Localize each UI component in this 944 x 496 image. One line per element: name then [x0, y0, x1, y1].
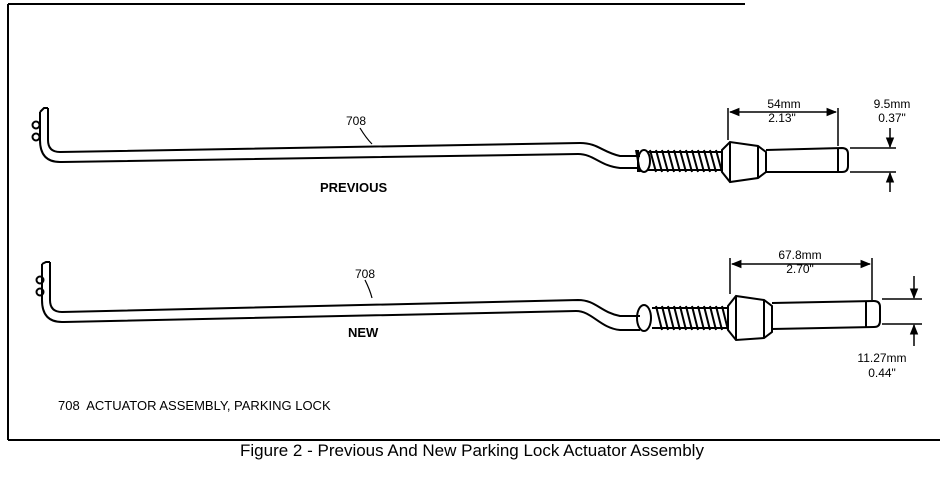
new-part-number: 708 — [355, 267, 375, 281]
diagram-frame — [7, 3, 940, 441]
new-length-dimension — [729, 258, 873, 300]
previous-cone — [721, 140, 767, 184]
previous-diameter-dimension — [850, 128, 896, 192]
previous-length-dimension — [727, 107, 839, 146]
previous-hook — [39, 112, 62, 163]
new-shaft — [771, 299, 881, 330]
new-rod — [61, 298, 640, 317]
figure-caption: Figure 2 - Previous And New Parking Lock… — [240, 441, 704, 460]
legend-text: 708 ACTUATOR ASSEMBLY, PARKING LOCK — [58, 398, 331, 413]
previous-label: PREVIOUS — [320, 180, 388, 195]
part-leaders — [359, 127, 373, 299]
previous-length-in: 2.13" — [768, 111, 796, 125]
new-label: NEW — [348, 325, 379, 340]
new-length-in: 2.70" — [786, 262, 814, 276]
new-hook — [41, 264, 64, 323]
new-spring — [636, 304, 729, 332]
previous-rod — [59, 141, 640, 157]
previous-length-mm: 54mm — [767, 97, 800, 111]
previous-shaft — [765, 146, 849, 173]
new-diameter-in: 0.44" — [868, 366, 896, 380]
previous-spring — [635, 149, 723, 173]
previous-diameter-mm: 9.5mm — [874, 97, 911, 111]
previous-actuator — [31, 107, 849, 184]
new-diameter-dimension — [882, 276, 922, 346]
new-actuator — [35, 261, 881, 342]
new-length-mm: 67.8mm — [778, 248, 821, 262]
previous-part-number: 708 — [346, 114, 366, 128]
new-cone — [727, 294, 773, 342]
new-diameter-mm: 11.27mm — [857, 351, 906, 365]
previous-diameter-in: 0.37" — [878, 111, 906, 125]
